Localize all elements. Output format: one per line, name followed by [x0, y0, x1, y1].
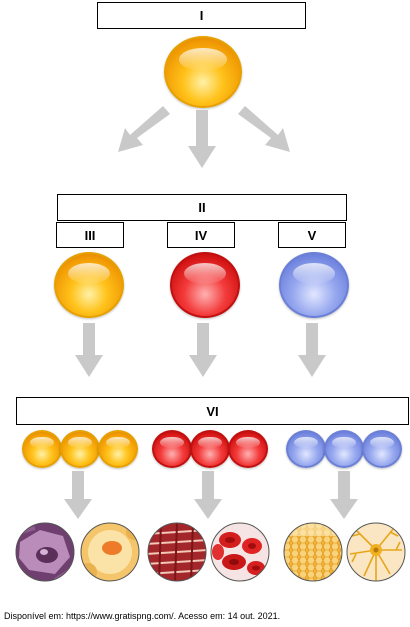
- arrow-down-red: [189, 323, 217, 377]
- label-box-i: I: [97, 2, 306, 29]
- muscle-fiber-icon: [147, 522, 207, 582]
- label-iii-text: III: [84, 227, 96, 243]
- cell-red-3: [228, 430, 268, 468]
- cell-orange-3: [98, 430, 138, 468]
- arrow-diverge-right: [238, 106, 290, 152]
- label-box-iii: III: [56, 222, 124, 248]
- adipose-cell-icon: [80, 522, 140, 582]
- cell-blue-1: [286, 430, 326, 468]
- progenitor-cell-red: [170, 252, 240, 318]
- label-iv-text: IV: [194, 227, 208, 243]
- bone-tissue-icon: [283, 522, 343, 582]
- arrow-down-red-lower: [194, 471, 222, 519]
- label-vi-text: VI: [206, 403, 219, 419]
- label-box-ii: II: [57, 194, 347, 221]
- label-box-iv: IV: [167, 222, 235, 248]
- cell-orange-1: [22, 430, 62, 468]
- label-ii-text: II: [198, 200, 206, 215]
- cell-orange-2: [60, 430, 100, 468]
- epithelial-cell-icon: [15, 522, 75, 582]
- arrow-diverge-left: [118, 106, 170, 152]
- arrow-down-blue: [298, 323, 326, 377]
- cell-blue-3: [362, 430, 402, 468]
- progenitor-cell-blue: [279, 252, 349, 318]
- arrow-down-orange: [75, 323, 103, 377]
- arrow-down-blue-lower: [330, 471, 358, 519]
- label-box-v: V: [278, 222, 346, 248]
- label-i-text: I: [199, 8, 204, 23]
- label-box-vi: VI: [16, 397, 409, 425]
- neuron-icon: [346, 522, 406, 582]
- arrow-down-orange-lower: [64, 471, 92, 519]
- label-v-text: V: [307, 227, 317, 243]
- stem-cell-top: [164, 36, 242, 108]
- cell-red-1: [152, 430, 192, 468]
- red-blood-cells-icon: [210, 522, 270, 582]
- progenitor-cell-orange: [54, 252, 124, 318]
- cell-blue-2: [324, 430, 364, 468]
- arrow-diverge-middle: [188, 110, 216, 168]
- source-caption: Disponível em: https://www.gratispng.com…: [4, 611, 281, 621]
- cell-red-2: [190, 430, 230, 468]
